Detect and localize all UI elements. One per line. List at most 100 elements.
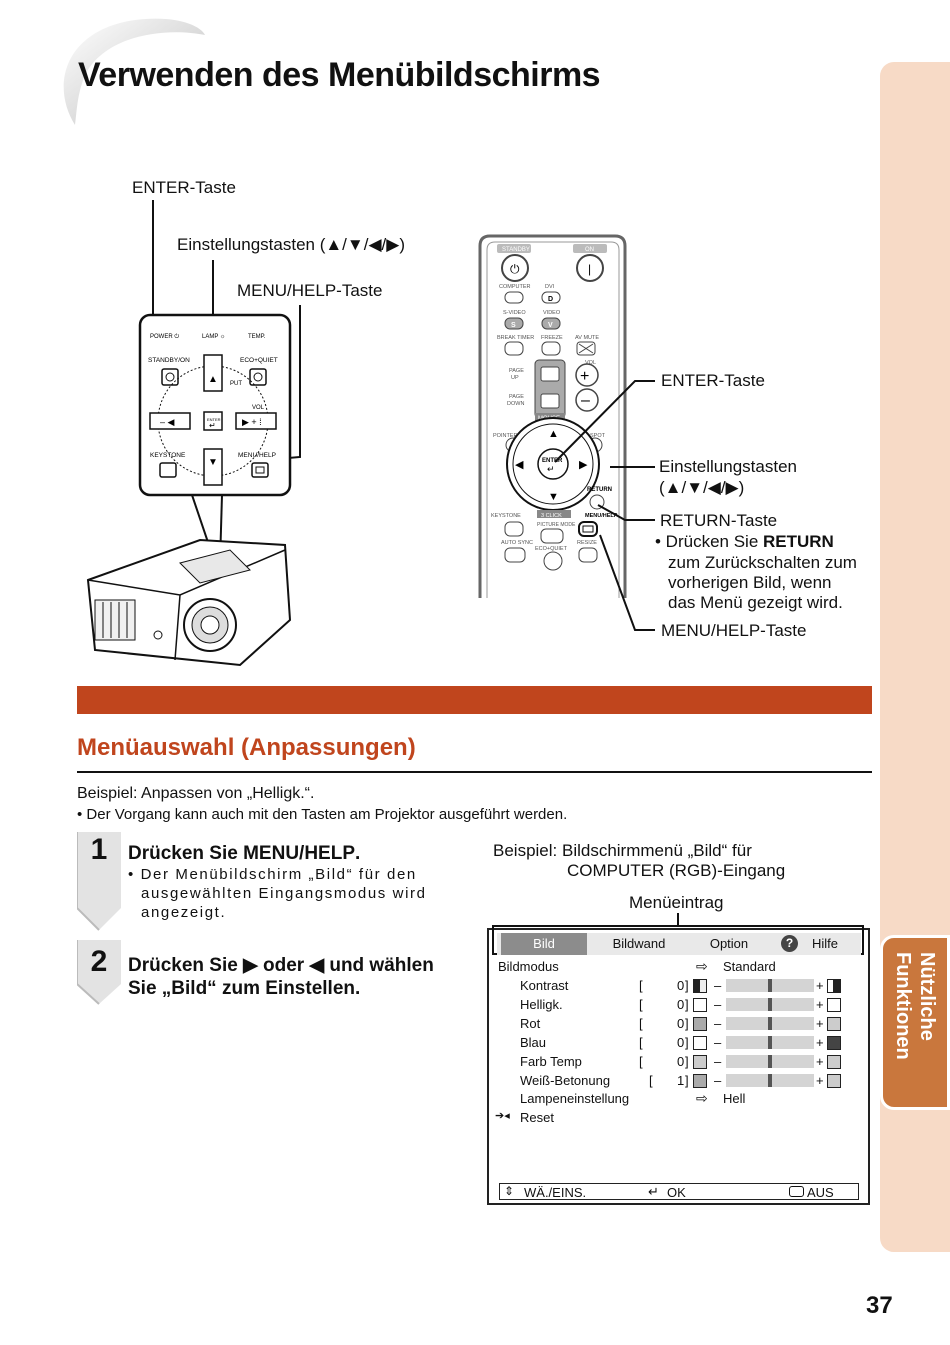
return-note-prefix: • Drücken Sie [655, 532, 763, 551]
adjust-slider[interactable] [726, 1017, 814, 1030]
step-2-heading-line: Drücken Sie ▶ oder ◀ und wählen [128, 955, 434, 976]
setting-icon [827, 1036, 841, 1050]
footer-exit-label: AUS [807, 1185, 834, 1200]
setting-icon [827, 1074, 841, 1088]
slider-thumb[interactable] [768, 1074, 772, 1087]
svg-text:+: + [580, 368, 589, 385]
svg-text:FREEZE: FREEZE [541, 335, 563, 341]
header-decoration [63, 18, 205, 126]
adjust-label: Weiß-Betonung [520, 1073, 611, 1088]
svg-text:VOL: VOL [585, 360, 596, 366]
tab-hilfe[interactable]: Hilfe [811, 936, 838, 951]
bracket-open: [ [639, 1035, 643, 1050]
bildmodus-value[interactable]: Standard [723, 959, 776, 974]
step-2-marker [77, 940, 121, 1005]
adjust-slider[interactable] [726, 1036, 814, 1049]
osd-caption: Beispiel: Bildschirmmenü „Bild“ für [493, 841, 752, 860]
plus-sign: + [816, 1016, 824, 1031]
bracket-close: ] [685, 978, 689, 993]
step-1-note-line: • Der Menübildschirm „Bild“ für den [128, 866, 417, 883]
svg-text:↵: ↵ [209, 421, 216, 430]
return-note-bold: RETURN [763, 532, 834, 551]
page-title: Verwenden des Menübildschirms [78, 56, 601, 94]
svg-text:TEMP.: TEMP. [248, 334, 266, 340]
slider-thumb[interactable] [768, 979, 772, 992]
bracket-open: [ [649, 1073, 653, 1088]
adjust-value: 0 [677, 1035, 685, 1050]
callout-enter-key: ENTER-Taste [132, 178, 236, 197]
adjust-slider[interactable] [726, 979, 814, 992]
svg-text:STANDBY: STANDBY [502, 247, 530, 253]
bracket-open: [ [639, 978, 643, 993]
bracket-close: ] [685, 997, 689, 1012]
adjust-slider[interactable] [726, 998, 814, 1011]
tab-option[interactable]: Option [709, 936, 749, 951]
setting-icon [827, 998, 841, 1012]
svg-text:POINTER: POINTER [493, 433, 517, 439]
chapter-tab[interactable]: Nützliche Funktionen [880, 935, 950, 1110]
step-2-number: 2 [90, 945, 108, 978]
svg-text:V: V [548, 322, 553, 329]
adjust-label: Rot [520, 1016, 541, 1031]
lamp-setting-value[interactable]: Hell [723, 1091, 746, 1106]
svg-text:–: – [581, 392, 590, 409]
svg-text:D: D [548, 296, 553, 303]
section-bar [77, 686, 872, 714]
reset-label[interactable]: Reset [520, 1110, 554, 1125]
tab-bild[interactable]: Bild [501, 933, 587, 955]
slider-thumb[interactable] [768, 1055, 772, 1068]
remote-callout-adjust-arrows: (▲/▼/◀/▶) [659, 478, 745, 497]
adjust-slider[interactable] [726, 1055, 814, 1068]
svg-text:S-VIDEO: S-VIDEO [503, 310, 526, 316]
section-heading: Menüauswahl (Anpassungen) [77, 734, 416, 761]
adjust-value: 0 [677, 997, 685, 1012]
plus-sign: + [816, 997, 824, 1012]
slider-thumb[interactable] [768, 1036, 772, 1049]
svg-text:S: S [511, 322, 516, 329]
page-number: 37 [866, 1292, 893, 1319]
return-note: • Drücken Sie RETURN [655, 532, 834, 552]
bracket-close: ] [685, 1035, 689, 1050]
step-1-heading-key: MENU/HELP [243, 843, 356, 864]
osd-adjust-row[interactable]: Farb Temp[0]–+ [489, 1054, 869, 1072]
setting-icon [827, 1017, 841, 1031]
return-note-line: vorherigen Bild, wenn [668, 573, 832, 592]
remote-callout-adjust: Einstellungstasten [659, 457, 797, 476]
tab-bildwand[interactable]: Bildwand [612, 936, 666, 951]
svg-text:COMPUTER: COMPUTER [499, 284, 531, 290]
osd-adjust-row[interactable]: Weiß-Betonung[1]–+ [489, 1073, 869, 1091]
slider-thumb[interactable] [768, 1017, 772, 1030]
svg-text:– ◀: – ◀ [160, 417, 175, 427]
svg-text:▶ + ⁞: ▶ + ⁞ [242, 417, 262, 427]
adjust-label: Blau [520, 1035, 547, 1050]
svg-text:ON: ON [585, 247, 594, 253]
svg-text:KEYSTONE: KEYSTONE [150, 452, 186, 459]
help-icon: ? [781, 935, 798, 952]
projector-diagram: POWER ⏻ LAMP ☼ TEMP. STANDBY/ON ECO+QUIE… [86, 200, 301, 667]
setting-icon [827, 1055, 841, 1069]
section-intro: Beispiel: Anpassen von „Helligk.“. [77, 785, 315, 802]
return-note-line: zum Zurückschalten zum [668, 553, 857, 572]
osd-adjust-row[interactable]: Kontrast[0]–+ [489, 978, 869, 996]
adjust-label: Farb Temp [520, 1054, 582, 1069]
adjust-value: 1 [677, 1073, 685, 1088]
adjust-label: Helligk. [520, 997, 563, 1012]
svg-text:◀: ◀ [515, 459, 524, 471]
adjust-slider[interactable] [726, 1074, 814, 1087]
chapter-tab-label: Nützliche Funktionen [892, 952, 938, 1060]
svg-text:PAGE: PAGE [509, 368, 524, 374]
osd-adjust-row[interactable]: Helligk.[0]–+ [489, 997, 869, 1015]
osd-adjust-row[interactable]: Blau[0]–+ [489, 1035, 869, 1053]
setting-icon [693, 998, 707, 1012]
setting-icon [693, 979, 707, 993]
step-1-note-line: ausgewählten Eingangsmodus wird [141, 885, 427, 902]
slider-thumb[interactable] [768, 998, 772, 1011]
svg-text:ENTER: ENTER [542, 458, 563, 464]
osd-adjust-row[interactable]: Rot[0]–+ [489, 1016, 869, 1034]
move-arrows-icon: ⇕ [504, 1184, 515, 1198]
svg-text:POWER ⏻: POWER ⏻ [150, 333, 179, 340]
plus-sign: + [816, 978, 824, 993]
svg-text:DOWN: DOWN [507, 401, 524, 407]
adjust-value: 0 [677, 1054, 685, 1069]
svg-text:UP: UP [511, 375, 519, 381]
